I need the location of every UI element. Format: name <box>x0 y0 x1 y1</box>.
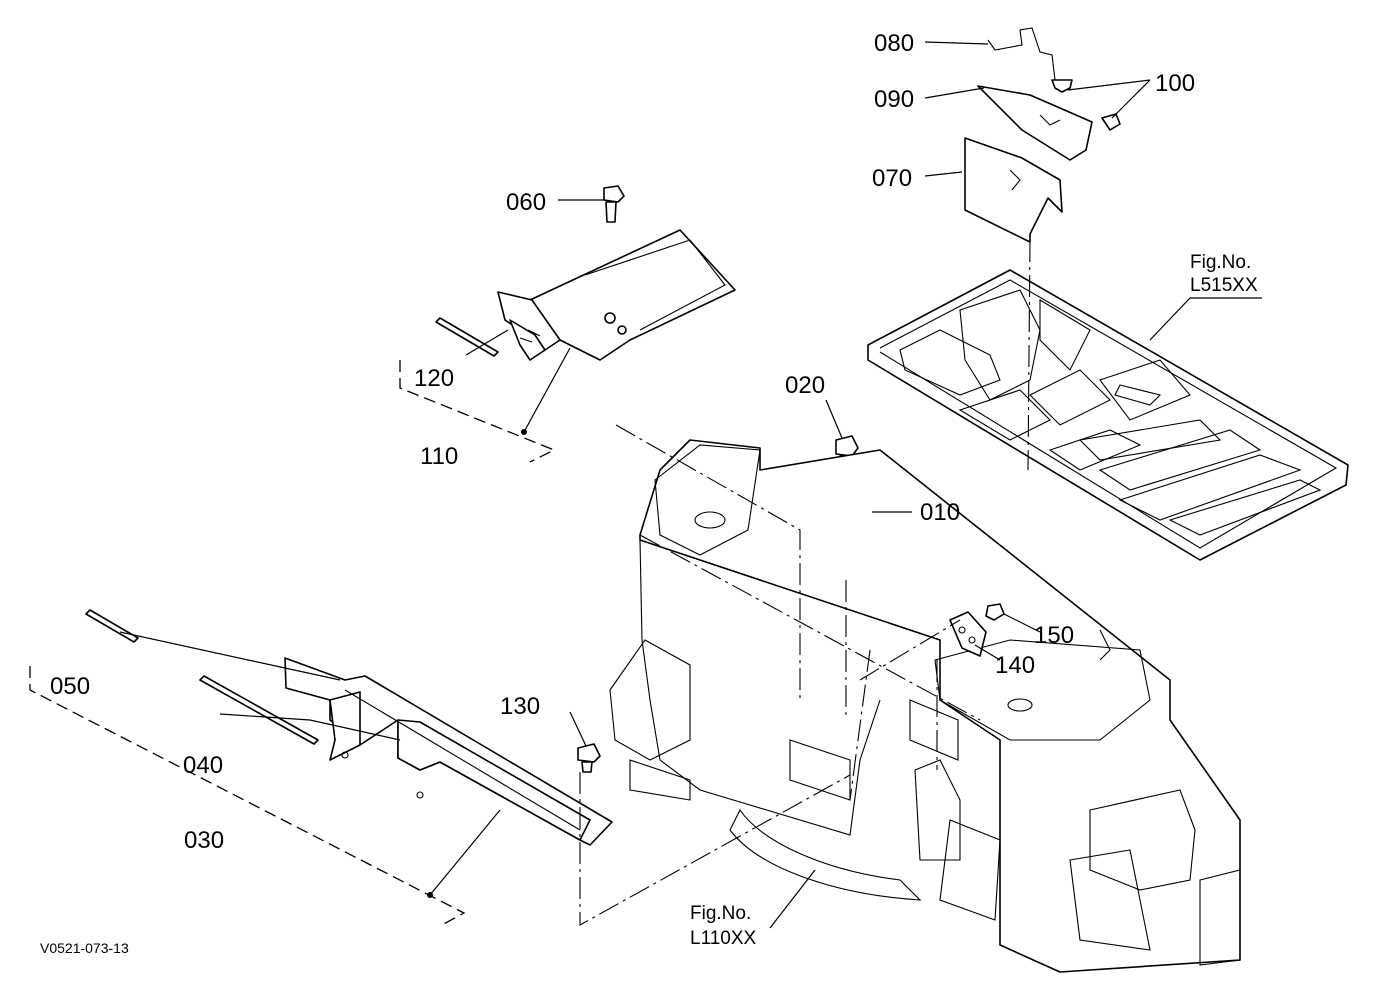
label-part-120: 120 <box>414 365 454 392</box>
label-part-140: 140 <box>995 652 1035 679</box>
label-part-070: 070 <box>872 165 912 192</box>
floor-mat <box>867 269 1349 561</box>
part-090-plate <box>977 85 1093 161</box>
part-130-bolt <box>577 743 601 773</box>
leader-lines <box>119 41 1262 929</box>
drawing-code: V0521-073-13 <box>40 940 129 956</box>
part-120-pin <box>435 317 499 357</box>
label-part-040: 040 <box>183 752 223 779</box>
label-part-060: 060 <box>506 189 546 216</box>
group-bracket-110 <box>399 360 556 463</box>
part-050-rod <box>85 609 139 643</box>
label-part-100: 100 <box>1155 70 1195 97</box>
label-part-110: 110 <box>420 443 458 470</box>
part-030-cover <box>284 657 613 846</box>
label-part-130: 130 <box>500 693 540 720</box>
label-part-030: 030 <box>184 827 224 854</box>
figure-ref-l515xx-line2: L515XX <box>1190 275 1258 296</box>
tractor-body <box>609 439 1241 973</box>
label-part-050: 050 <box>50 673 90 700</box>
part-150-nut <box>985 603 1005 621</box>
group-bracket-030 <box>29 666 466 927</box>
part-040-rod <box>199 675 319 745</box>
part-060-bolt <box>603 185 625 223</box>
figure-ref-l515xx-line1: Fig.No. <box>1190 252 1251 273</box>
assembly-lines <box>579 239 1031 926</box>
part-110-bracket-assembly <box>497 229 736 361</box>
label-part-020: 020 <box>785 372 825 399</box>
figure-ref-l110xx-line2: L110XX <box>690 928 757 949</box>
label-part-080: 080 <box>874 30 914 57</box>
part-070-mat-cover <box>964 137 1063 243</box>
part-080-clip <box>987 27 1061 91</box>
part-140-plate <box>949 611 987 657</box>
part-100-screws <box>1051 79 1121 131</box>
label-part-150: 150 <box>1034 622 1074 649</box>
figure-ref-l110xx-line1: Fig.No. <box>690 903 751 924</box>
label-part-090: 090 <box>874 86 914 113</box>
label-part-010: 010 <box>920 499 960 526</box>
